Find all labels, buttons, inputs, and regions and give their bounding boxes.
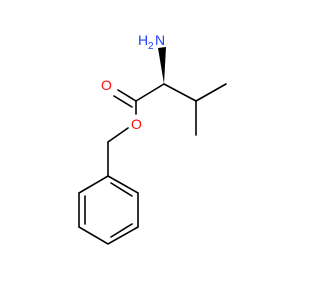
bonds [78,83,227,245]
ring-double-2 [110,223,133,238]
benzene-ring [78,175,139,245]
ester-o-label: O [131,116,142,132]
bond-calpha-cbeta [163,83,197,102]
atom-labels: H 2 N O O [101,32,165,132]
wedge-bond-amine [158,47,166,84]
structure-svg: H 2 N O O [78,32,227,245]
bond-carbonyl-double-1 [117,89,137,102]
amine-h-label: H [138,32,148,48]
bond-ester-o-ch2 [107,127,129,143]
bond-cbeta-methyl-top [195,83,227,102]
ring-double-1 [110,182,133,197]
amine-h-count: 2 [148,41,154,52]
bond-calpha-carbonyl [135,83,165,102]
carbonyl-o-label: O [101,77,112,93]
amine-n-label: N [155,32,165,48]
bond-carbonyl-double-2 [113,95,133,108]
molecule-diagram: H 2 N O O [78,32,227,245]
